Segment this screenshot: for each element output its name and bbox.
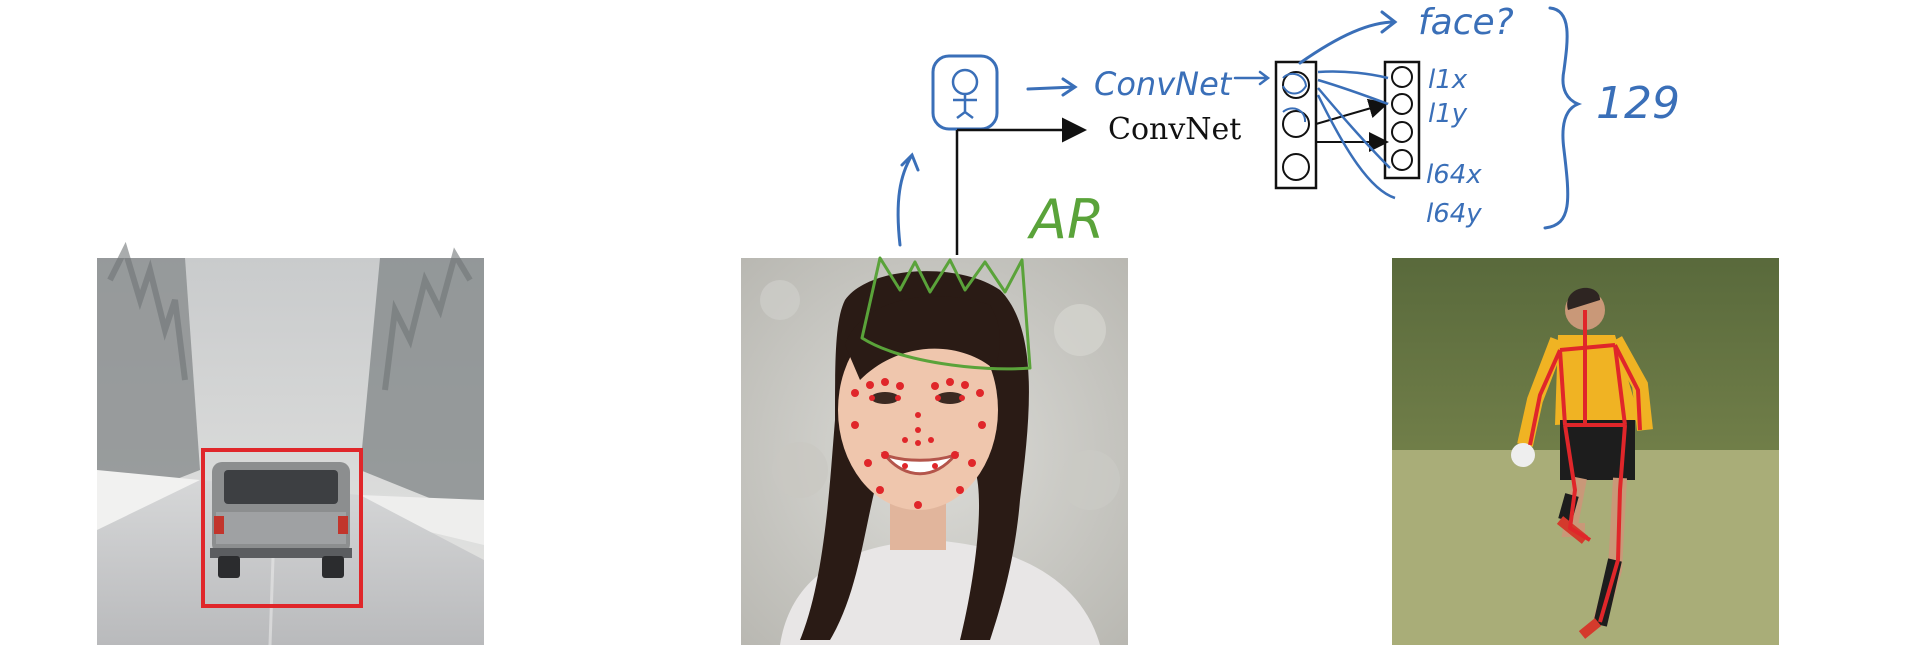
green-crown-sketch bbox=[860, 256, 1032, 371]
printed-convnet-label: ConvNet bbox=[1108, 112, 1241, 147]
face-question: face? bbox=[1418, 2, 1514, 43]
face-landmark-points bbox=[851, 378, 986, 509]
output-l64x: l64x bbox=[1426, 160, 1482, 190]
pose-estimation-image bbox=[1392, 258, 1779, 645]
car-bounding-box bbox=[201, 448, 363, 608]
convnet-sketch: ConvNet ConvNet face? l1x l1y l64x l64y bbox=[896, 2, 1680, 255]
output-brace bbox=[1543, 6, 1583, 230]
handwritten-convnet: ConvNet bbox=[1094, 65, 1233, 103]
ar-note: AR bbox=[1027, 188, 1104, 251]
output-l1x: l1x bbox=[1428, 65, 1468, 95]
output-l64y: l64y bbox=[1426, 199, 1482, 229]
output-count: 129 bbox=[1596, 78, 1680, 129]
output-l1y: l1y bbox=[1428, 99, 1468, 129]
hidden-layer-box bbox=[1274, 60, 1318, 190]
face-landmark-image bbox=[741, 256, 1128, 645]
pose-skeleton bbox=[1528, 310, 1642, 623]
input-face-thumbnail bbox=[931, 54, 999, 131]
output-layer-box bbox=[1383, 60, 1421, 180]
car-detection-image bbox=[97, 241, 484, 646]
